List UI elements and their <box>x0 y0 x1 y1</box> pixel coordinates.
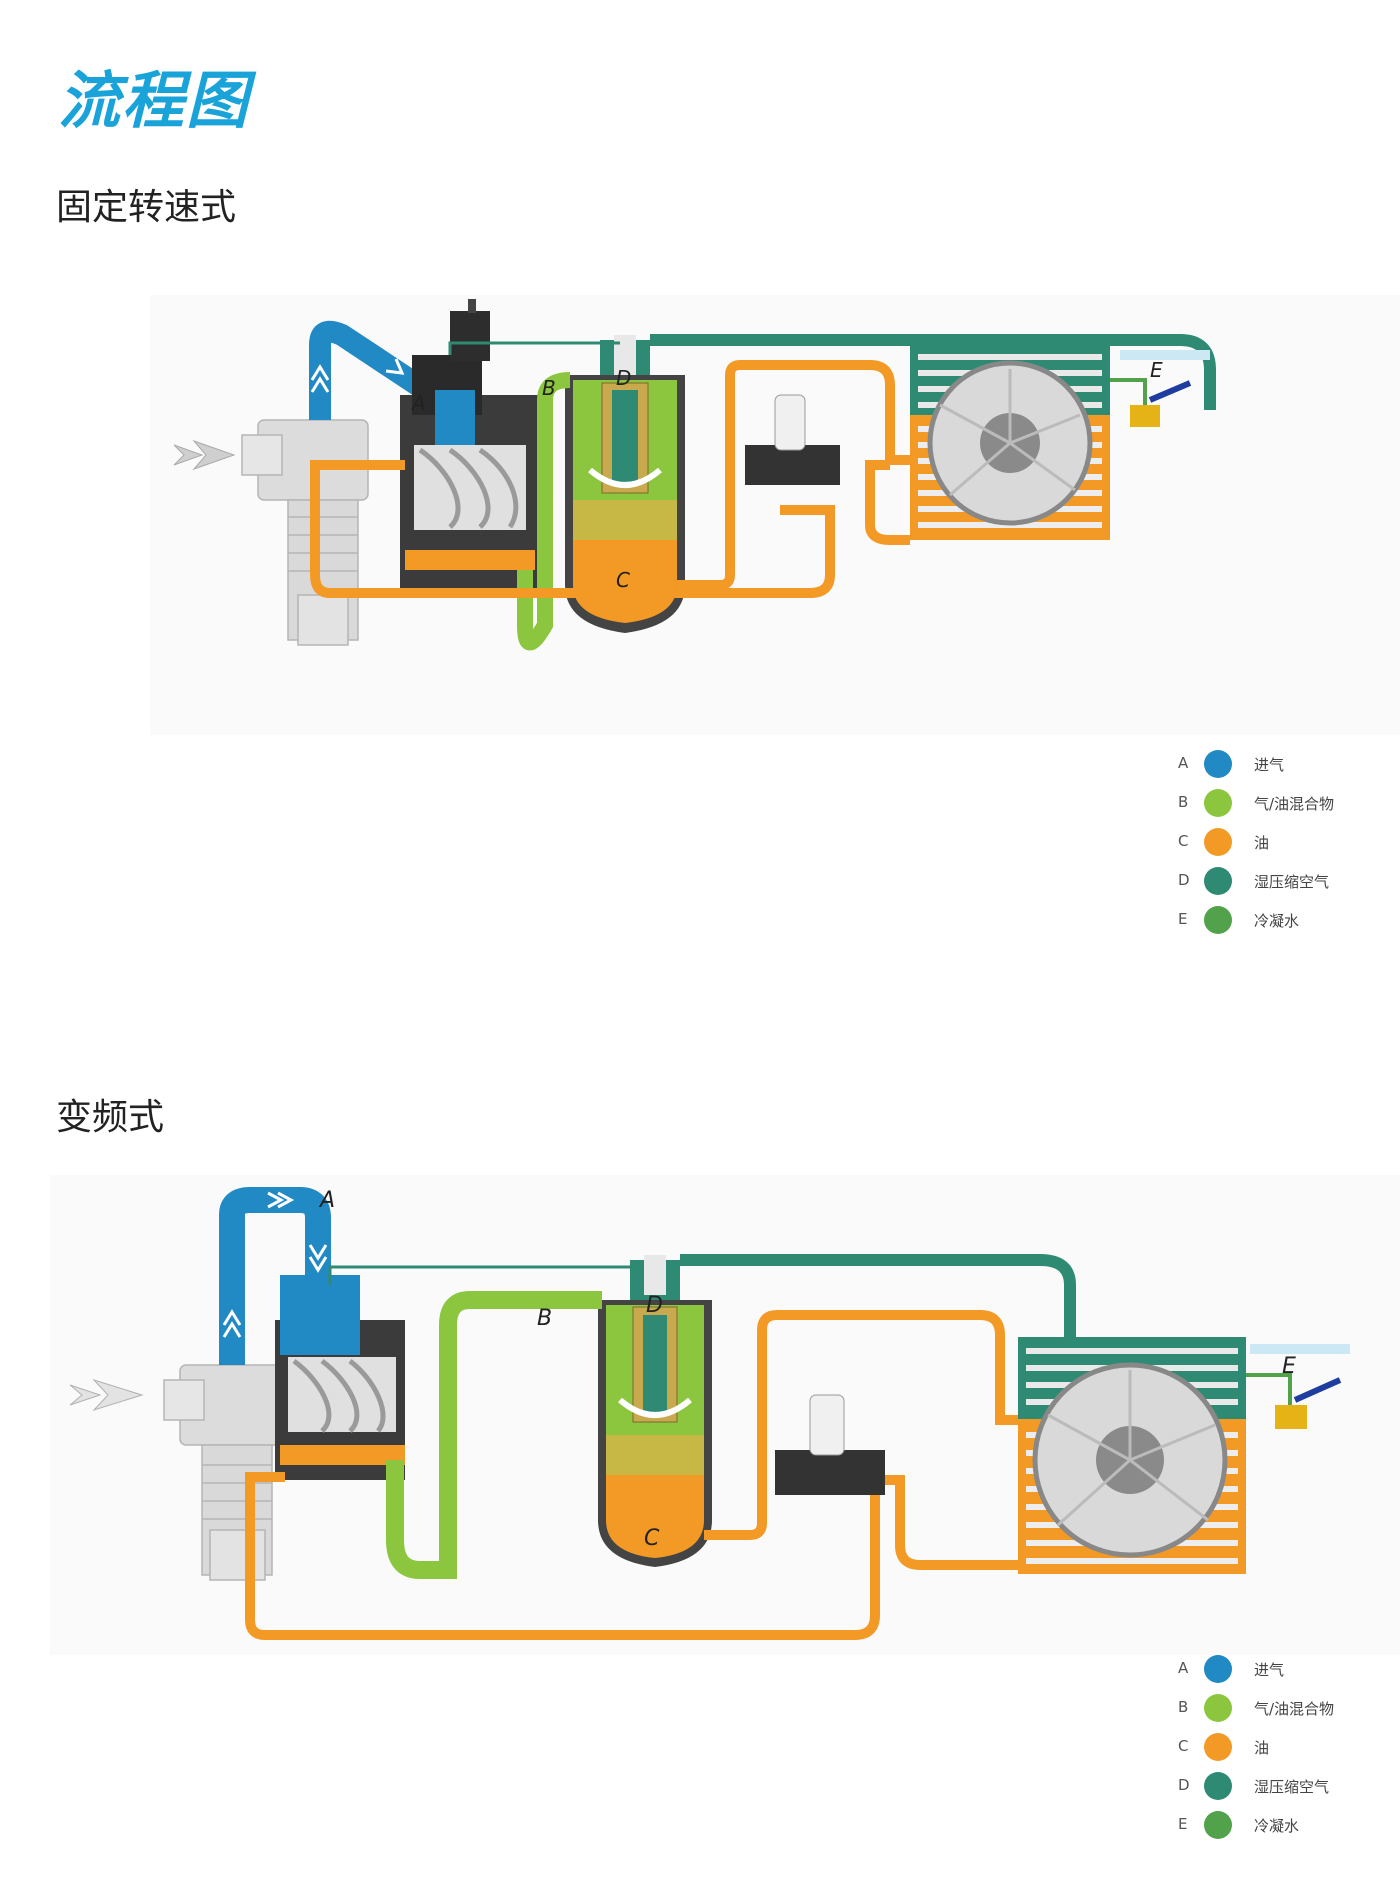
intake-arrow-icon <box>69 1378 144 1412</box>
oil-separator-vessel <box>565 335 685 633</box>
legend-label: 湿压缩空气 <box>1254 873 1330 891</box>
legend-letter: A <box>1178 754 1189 772</box>
condensate-drain-valve <box>1110 350 1210 427</box>
intake-arrow-icon <box>173 439 236 471</box>
label-c: C <box>644 1526 660 1551</box>
label-d: D <box>646 1293 663 1318</box>
legend-swatch <box>1204 906 1232 934</box>
compressor-element <box>400 299 540 595</box>
flow-diagram-fixed-speed: A B C D E <box>150 295 1400 735</box>
control-line <box>328 1265 630 1285</box>
legend-label: 油 <box>1254 1739 1270 1757</box>
label-a: A <box>318 1188 335 1213</box>
flow-diagram-variable-frequency: A B C D E <box>50 1175 1400 1655</box>
legend-label: 气/油混合物 <box>1254 795 1335 813</box>
legend-swatch <box>1204 750 1232 778</box>
legend-swatch <box>1204 828 1232 856</box>
compressed-air-pipe <box>680 1254 1076 1340</box>
legend-letter: E <box>1178 910 1188 928</box>
label-e: E <box>1282 1354 1296 1379</box>
intake-flow-arrow-icon <box>310 358 405 393</box>
section-title-fixed-speed: 固定转速式 <box>56 187 237 228</box>
legend-label: 油 <box>1254 834 1270 852</box>
legend-letter: B <box>1178 1698 1189 1716</box>
air-filter <box>241 419 369 646</box>
legend-letter: A <box>1178 1659 1189 1677</box>
label-d: D <box>616 366 631 390</box>
legend-swatch <box>1204 1694 1232 1722</box>
intake-flow-arrow-icon <box>222 1191 328 1338</box>
legend-swatch <box>1204 1655 1232 1683</box>
legend-swatch <box>1204 789 1232 817</box>
label-a: A <box>410 391 426 415</box>
label-c: C <box>616 568 630 592</box>
legend-label: 湿压缩空气 <box>1254 1778 1330 1796</box>
label-b: B <box>542 376 556 400</box>
cooler-unit <box>1018 1337 1246 1574</box>
page-title: 流程图 <box>58 64 251 137</box>
legend-swatch <box>1204 1733 1232 1761</box>
thermostatic-valve <box>745 394 840 485</box>
intake-pipe <box>219 1187 331 1365</box>
air-oil-mix-pipe <box>517 372 571 651</box>
legend-label: 进气 <box>1254 1661 1285 1679</box>
legend-letter: D <box>1178 871 1190 889</box>
air-oil-mix-pipe <box>386 1291 602 1579</box>
legend-letter: D <box>1178 1776 1190 1794</box>
legend-swatch <box>1204 867 1232 895</box>
legend-letter: C <box>1178 1737 1189 1755</box>
legend-swatch <box>1204 1811 1232 1839</box>
legend-label: 进气 <box>1254 756 1285 774</box>
compressor-element <box>275 1275 405 1480</box>
legend-label: 气/油混合物 <box>1254 1700 1335 1718</box>
oil-circuit <box>310 360 910 598</box>
legend-letter: C <box>1178 832 1189 850</box>
legend-letter: E <box>1178 1815 1188 1833</box>
oil-separator-vessel <box>598 1255 712 1567</box>
compressed-air-pipe <box>650 334 1216 410</box>
cooler-unit <box>910 345 1110 540</box>
control-line <box>448 341 620 355</box>
legend-swatch <box>1204 1772 1232 1800</box>
condensate-drain-valve <box>1246 1344 1350 1429</box>
legend-letter: B <box>1178 793 1189 811</box>
label-e: E <box>1150 358 1163 382</box>
intake-pipe <box>309 320 432 420</box>
air-filter <box>163 1364 291 1581</box>
oil-circuit <box>245 1310 1018 1640</box>
legend-label: 冷凝水 <box>1254 1817 1300 1835</box>
section-title-variable-frequency: 变频式 <box>56 1097 165 1138</box>
label-b: B <box>537 1306 552 1331</box>
thermostatic-valve <box>775 1394 885 1495</box>
legend-label: 冷凝水 <box>1254 912 1300 930</box>
